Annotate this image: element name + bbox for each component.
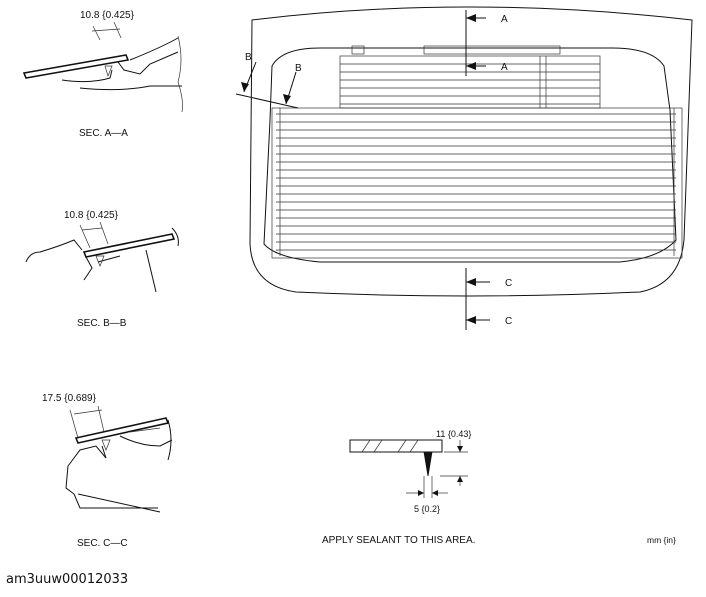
callout-c-bottom: C	[505, 316, 512, 327]
section-b-title: SEC. B—B	[77, 318, 127, 329]
section-c-cut-line	[465, 268, 490, 330]
section-c-title: SEC. C—C	[77, 538, 128, 549]
callout-a-top: A	[501, 14, 508, 25]
upper-mask-area	[339, 45, 601, 109]
sealant-detail-drawing: 11 {0.43} 5 {0.2} APPLY SEALANT TO THIS …	[322, 429, 475, 546]
callout-c-inner: C	[505, 278, 512, 289]
callout-a-inner: A	[501, 62, 508, 73]
section-b-cut-line	[235, 61, 299, 109]
section-a-title: SEC. A—A	[79, 128, 128, 139]
section-b-dimension: 10.8 {0.425}	[64, 210, 119, 221]
section-a-drawing: 10.8 {0.425} SEC. A—A	[22, 10, 183, 139]
sealant-width-dimension: 5 {0.2}	[414, 504, 440, 514]
rear-window-drawing: A A B B C C	[235, 6, 693, 330]
sealant-caption: APPLY SEALANT TO THIS AREA.	[322, 535, 475, 546]
units-note: mm {in}	[647, 535, 676, 545]
image-id: am3uuw00012033	[6, 572, 129, 587]
callout-b-inner: B	[295, 63, 302, 74]
section-a-dimension: 10.8 {0.425}	[80, 10, 135, 21]
section-b-drawing: 10.8 {0.425} SEC. B—B	[25, 210, 179, 329]
sealant-height-dimension: 11 {0.43}	[436, 429, 471, 439]
callout-b-left: B	[245, 52, 252, 63]
section-c-drawing: 17.5 {0.689} SEC. C—C	[42, 393, 173, 549]
section-c-dimension: 17.5 {0.689}	[42, 393, 97, 404]
defroster-grid	[271, 107, 683, 259]
section-a-cut-line	[465, 10, 486, 76]
